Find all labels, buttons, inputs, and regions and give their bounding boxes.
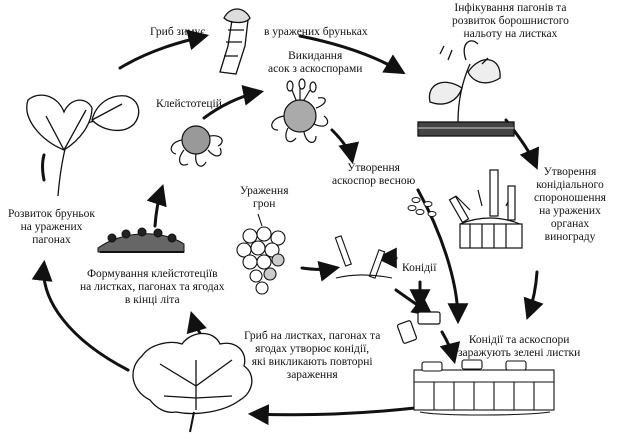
arrow-top-right [298,34,406,75]
grape-cluster-icon [236,213,286,295]
label-infection-line: розвиток борошнистого [452,15,569,27]
label-cleistothecia: Клейстотецій [156,98,222,110]
label-green-leaf-infection: Конідії та аскоспори заражують зелені ли… [458,334,580,360]
label-ascospore-release: Викидання асок з аскоспорами [268,50,362,76]
label-overwinter-b: в уражених бруньках [264,26,368,38]
label-line: Утворення [347,162,400,174]
label-line: Утворення [543,166,597,178]
label-line: на листках, пагонах та ягодах [80,281,225,293]
ascus-burst-icon [271,78,329,143]
label-line: ягодах утворює конідії, [255,343,370,355]
label-overwinter-a: Гриб зимує [150,26,206,38]
arrow-left-up [31,259,130,372]
arrow-inner-up [146,184,167,228]
arrow-right-lower [523,270,544,320]
arrow-top-left [118,29,210,70]
label-line: заражують зелені листки [458,347,581,359]
label-line: грон [253,198,276,210]
arrow-grapes-right [300,260,341,282]
label-infection-line: Інфікування пагонів та [454,2,567,14]
conidiophores-icon [448,169,523,249]
label-line: аскоспор весною [332,175,416,187]
arrow-spores-down [416,188,469,325]
arrow-bottom-left [247,404,417,426]
label-infection: Інфікування пагонів та розвиток борошнис… [452,2,569,41]
label-line: на уражених [539,205,601,217]
label-line: Гриб на листках, пагонах та [244,330,381,342]
label-line: Ураження [240,185,289,197]
label-line: в кінці літа [124,294,180,306]
label-line: органах [550,218,590,230]
label-line: конідіального [536,179,604,191]
label-line: асок з аскоспорами [268,63,363,75]
infected-shoot-icon [417,40,515,137]
arrow-conidia-down [394,288,434,317]
label-reinfection: Гриб на листках, пагонах та ягодах утвор… [244,330,380,382]
label-line: Викидання [288,50,343,62]
label-cleistothecia-formation: Формування клейстотеціїв на листках, паг… [80,268,225,307]
label-spring-ascospores: Утворення аскоспор весною [332,162,415,188]
label-conidia: Конідії [402,262,437,274]
arrow-to-cells [439,330,461,365]
arrow-inner-down [330,128,359,165]
label-line: винограду [544,231,596,243]
label-line: Формування клейстотеціїв [86,268,218,280]
leaf-tissue-icon [413,359,555,416]
cleistothecium-icon [170,125,223,167]
label-line: Конідії та аскоспори [468,334,570,346]
label-line: Розвиток бруньок [8,208,96,220]
label-bud-development: Розвиток бруньок на уражених пагонах [8,208,95,247]
label-line: які викликають повторні [251,356,373,368]
grape-leaf-icon [132,332,253,433]
leaf-branch-icon [26,94,140,197]
label-conidial-sporulation: Утворення конідіального спороношення на … [534,166,606,244]
label-infection-line: нальоту на листках [463,28,558,40]
label-line: пагонах [32,234,71,246]
label-line: спороношення [534,192,606,204]
bud-icon [219,8,251,75]
conidia-cells-icon [396,311,441,344]
label-line: на уражених [20,221,83,233]
mycelium-cushion-icon [97,227,185,253]
ascospores-icon [407,197,437,217]
arrow-inner-top [202,85,265,120]
arrow-left-buds [41,153,46,182]
conidia-chain-icon [334,235,393,279]
label-affected-clusters: Ураження грон [240,185,288,211]
label-line: зараження [286,369,338,381]
